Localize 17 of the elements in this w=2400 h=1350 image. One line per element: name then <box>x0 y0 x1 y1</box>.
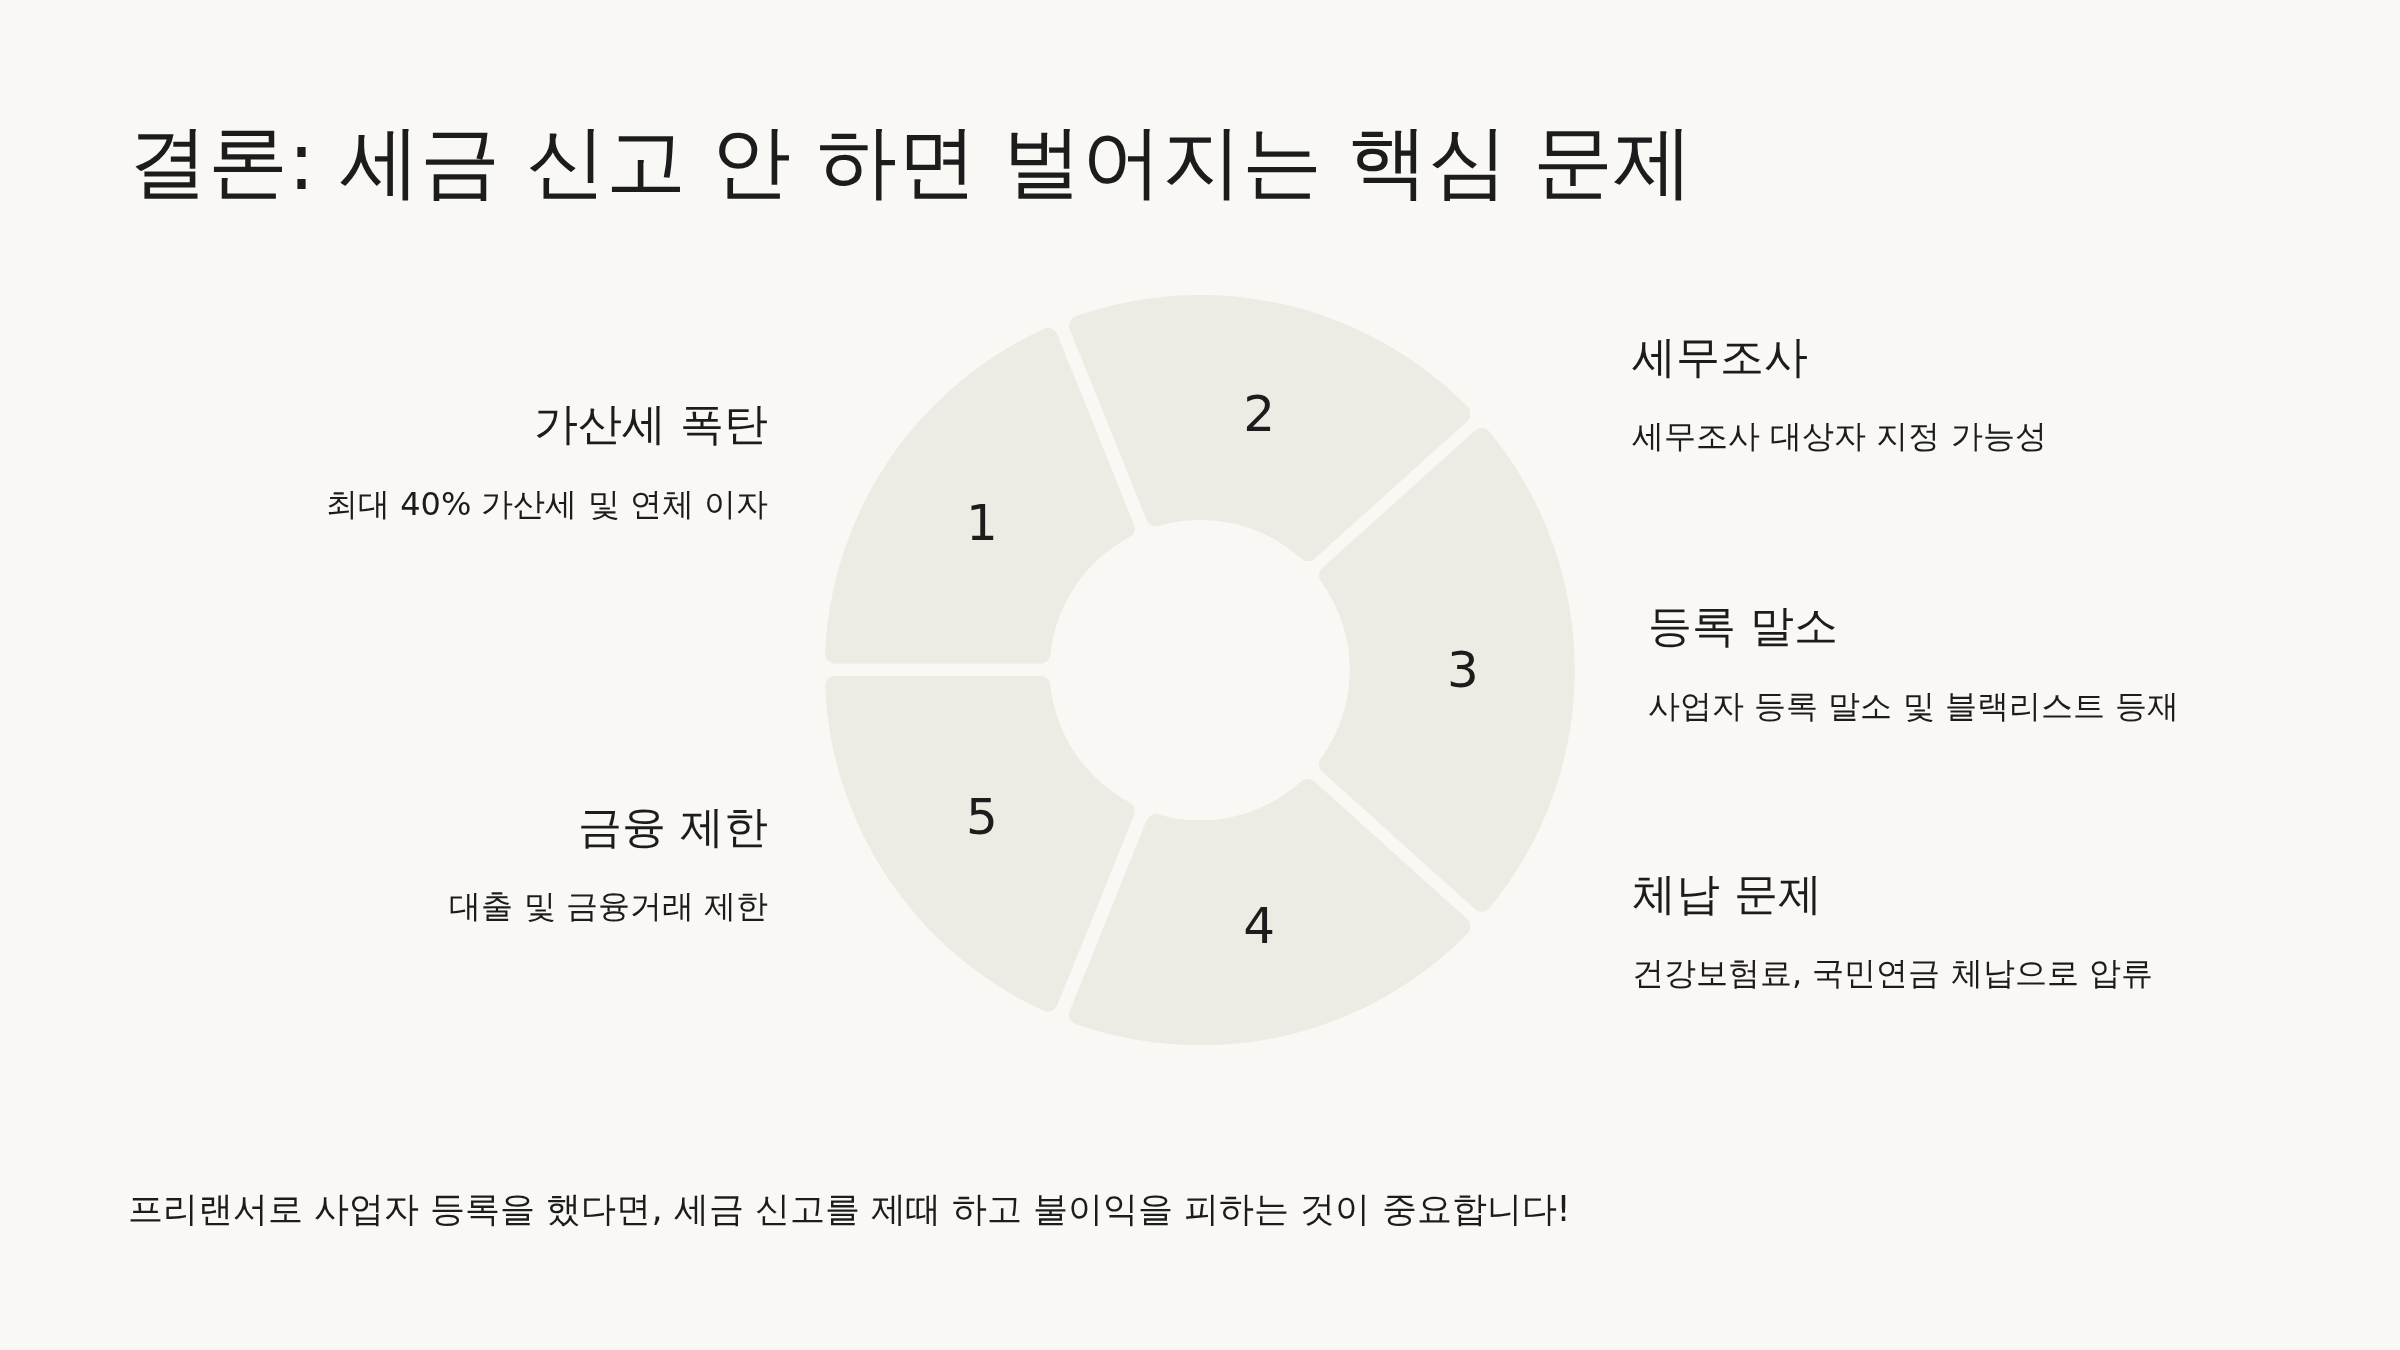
segment-number: 2 <box>1243 383 1276 444</box>
problem-description: 사업자 등록 말소 및 블랙리스트 등재 <box>1648 686 2179 726</box>
conclusion-note: 프리랜서로 사업자 등록을 했다면, 세금 신고를 제때 하고 불이익을 피하는 것이 중요합니다! <box>128 1188 1571 1231</box>
problem-description: 세무조사 대상자 지정 가능성 <box>1632 416 2047 456</box>
problem-description: 최대 40% 가산세 및 연체 이자 <box>326 484 768 524</box>
title: 결론: 세금 신고 안 하면 벌어지는 핵심 문제 <box>128 114 1693 210</box>
problem-description: 건강보험료, 국민연금 체납으로 압류 <box>1632 953 2153 993</box>
problem-heading: 등록 말소 <box>1648 599 1838 653</box>
problem-heading: 가산세 폭탄 <box>534 397 768 451</box>
problem-heading: 체납 문제 <box>1632 867 1822 921</box>
segment-number: 1 <box>966 492 998 553</box>
problem-description: 대출 및 금융거래 제한 <box>449 886 768 926</box>
problem-heading: 금융 제한 <box>578 800 768 854</box>
segment-number: 5 <box>966 787 998 848</box>
problem-heading: 세무조사 <box>1632 330 1808 384</box>
segment-number: 4 <box>1243 896 1276 957</box>
segment-number: 3 <box>1447 640 1479 700</box>
